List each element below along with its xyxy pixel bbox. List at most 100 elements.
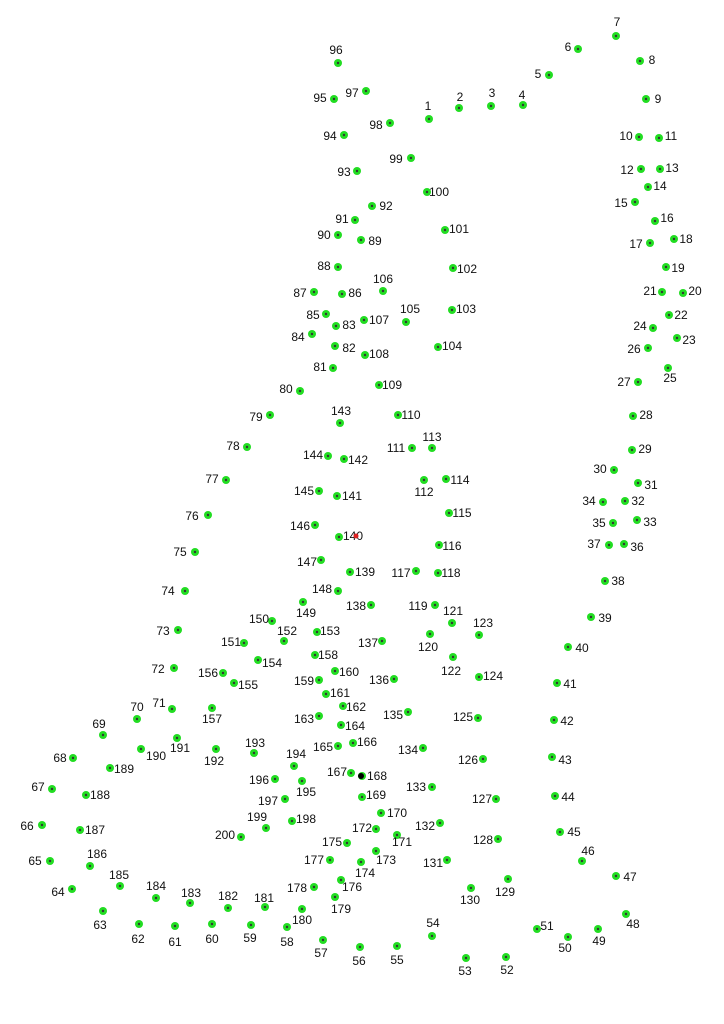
dot-number-label: 39	[598, 611, 612, 625]
dot-number-label: 57	[314, 946, 328, 960]
dot-center	[50, 787, 54, 791]
puzzle-dot: 5	[535, 67, 553, 81]
dot-center	[436, 345, 440, 349]
dot-center	[135, 717, 139, 721]
dot-center	[154, 896, 158, 900]
dot-center	[406, 710, 410, 714]
puzzle-dot: 39	[587, 611, 612, 625]
dot-center	[436, 571, 440, 575]
puzzle-dot: 72	[151, 662, 178, 676]
dot-center	[340, 292, 344, 296]
dot-number-label: 158	[318, 648, 338, 662]
puzzle-dot: 129	[495, 875, 515, 899]
dot-center	[300, 779, 304, 783]
puzzle-dot: 13	[656, 161, 679, 175]
dot-center	[601, 500, 605, 504]
puzzle-dot: 104	[434, 339, 462, 353]
dot-number-label: 64	[51, 885, 65, 899]
puzzle-dot: 154	[254, 656, 282, 670]
dot-number-label: 119	[408, 599, 427, 613]
dot-number-label: 97	[345, 86, 359, 100]
puzzle-dot: 3	[487, 86, 496, 110]
dot-center	[433, 603, 437, 607]
dot-center	[341, 704, 345, 708]
dot-center	[137, 922, 141, 926]
puzzle-dot: 183	[181, 886, 201, 907]
dot-center	[313, 523, 317, 527]
dot-number-label: 123	[473, 616, 493, 630]
puzzle-dot: 17	[629, 237, 654, 251]
dot-number-label: 151	[221, 635, 241, 649]
dot-center	[173, 924, 177, 928]
dot-number-label: 78	[226, 439, 240, 453]
dot-center	[206, 513, 210, 517]
dot-center	[300, 907, 304, 911]
dot-number-label: 177	[304, 853, 324, 867]
dot-number-label: 72	[151, 662, 165, 676]
dot-center	[273, 777, 277, 781]
dot-number-label: 103	[456, 302, 476, 316]
dot-center	[421, 746, 425, 750]
puzzle-dot: 180	[292, 905, 312, 927]
dot-center	[388, 121, 392, 125]
puzzle-dot: 81	[313, 360, 337, 374]
dot-center	[48, 859, 52, 863]
dot-center	[78, 828, 82, 832]
puzzle-dot: 173	[372, 847, 396, 867]
dot-number-label: 54	[426, 916, 440, 930]
dot-center	[331, 366, 335, 370]
puzzle-dot: 67	[31, 780, 56, 794]
dot-center	[631, 414, 635, 418]
puzzle-dot: 23	[673, 333, 696, 347]
dot-center	[321, 938, 325, 942]
dot-center	[427, 117, 431, 121]
puzzle-dot: 178	[287, 881, 318, 895]
puzzle-dot: 110	[394, 408, 421, 422]
dot-center	[447, 511, 451, 515]
dot-number-label: 49	[592, 934, 606, 948]
dot-number-label: 24	[633, 319, 647, 333]
puzzle-dot: 159	[294, 674, 323, 688]
puzzle-dot: 37	[587, 537, 613, 551]
dot-number-label: 192	[204, 754, 224, 768]
puzzle-dot: 58	[280, 923, 294, 949]
dot-center	[630, 448, 634, 452]
dot-number-label: 20	[688, 284, 702, 298]
dot-center	[118, 884, 122, 888]
dot-number-label: 178	[287, 881, 307, 895]
dot-center	[264, 826, 268, 830]
dot-center	[430, 446, 434, 450]
puzzle-dot: 153	[313, 624, 340, 638]
puzzle-dot: 112	[414, 476, 434, 499]
dot-number-label: 53	[458, 964, 472, 978]
dot-number-label: 181	[254, 891, 274, 905]
dot-center	[379, 811, 383, 815]
dot-center	[353, 218, 357, 222]
puzzle-dot: 199	[247, 810, 270, 832]
puzzle-dot: 77	[205, 472, 230, 486]
dot-center	[451, 655, 455, 659]
dot-center	[639, 167, 643, 171]
puzzle-dot: 194	[286, 747, 306, 770]
puzzle-dot: 117	[391, 566, 420, 580]
dot-center	[555, 681, 559, 685]
puzzle-dot: 46	[578, 844, 595, 865]
puzzle-dot: 152	[277, 624, 297, 645]
dot-center	[469, 886, 473, 890]
puzzle-dot: 44	[551, 790, 575, 804]
dot-number-label: 132	[415, 819, 435, 833]
dot-center	[172, 666, 176, 670]
dot-center	[666, 366, 670, 370]
puzzle-dot: 101	[441, 222, 469, 236]
puzzle-dot: 197	[258, 794, 289, 808]
dot-center	[333, 669, 337, 673]
dot-number-label: 101	[449, 222, 469, 236]
dot-number-label: 94	[323, 129, 337, 143]
dot-center	[139, 747, 143, 751]
dot-center	[396, 413, 400, 417]
dot-center	[648, 241, 652, 245]
dot-number-label: 92	[379, 199, 393, 213]
puzzle-dot: 139	[346, 565, 375, 579]
puzzle-dot: 78	[226, 439, 251, 453]
dot-number-label: 143	[331, 404, 351, 418]
